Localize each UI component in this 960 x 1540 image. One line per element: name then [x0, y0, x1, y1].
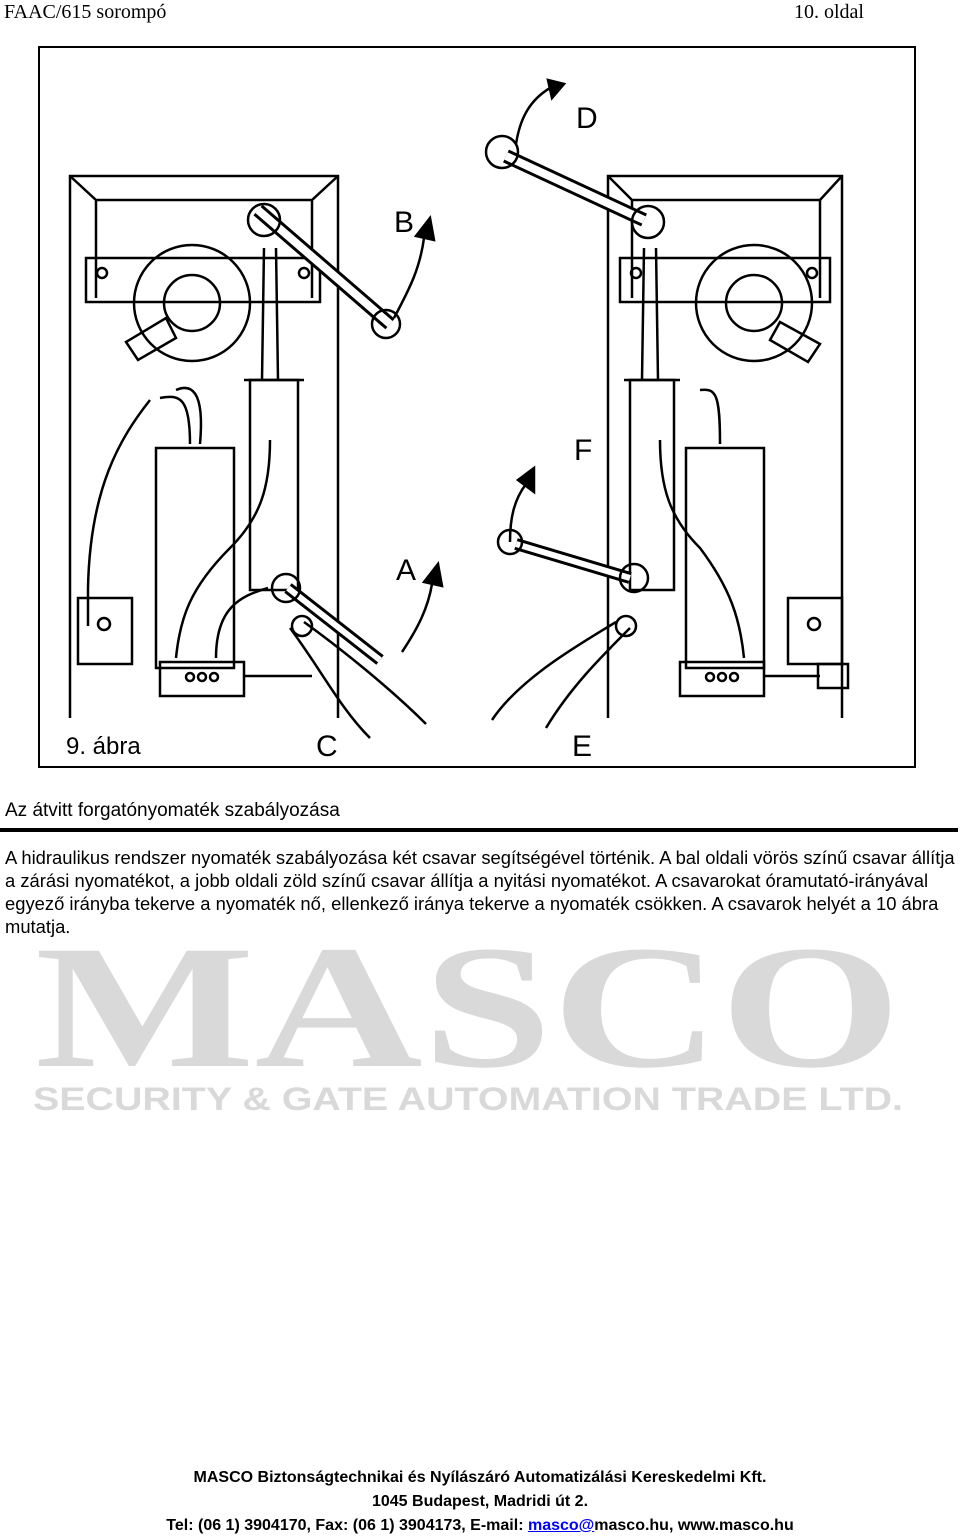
label-d: D [576, 102, 598, 135]
masco-watermark-logo: MASCO SECURITY & GATE AUTOMATION TRADE L… [33, 930, 903, 1117]
footer-contact: Tel: (06 1) 3904170, Fax: (06 1) 3904173… [0, 1514, 960, 1538]
label-b: B [394, 206, 414, 239]
divider [0, 828, 958, 832]
footer-company: MASCO Biztonságtechnikai és Nyílászáró A… [193, 1469, 767, 1486]
document-title: FAAC/615 sorompó [4, 1, 167, 23]
label-f: F [574, 434, 592, 467]
footer-address: 1045 Budapest, Madridi út 2. [371, 1493, 589, 1510]
page-header: FAAC/615 sorompó 10. oldal [0, 0, 960, 26]
label-c: C [316, 730, 338, 763]
page-number: 10. oldal [794, 1, 864, 23]
footer-web: masco.hu, www.masco.hu [594, 1517, 794, 1534]
figure-caption: 9. ábra [66, 733, 141, 760]
section-title: Az átvitt forgatónyomaték szabályozása [5, 800, 340, 821]
watermark-tagline: SECURITY & GATE AUTOMATION TRADE LTD. [33, 1081, 903, 1117]
email-link[interactable]: masco@ [527, 1517, 595, 1534]
footer-phone-fax: Tel: (06 1) 3904170, Fax: (06 1) 3904173… [166, 1517, 528, 1534]
label-e: E [572, 730, 592, 763]
figure-9-diagram: B A C D F E 9. ábra [38, 46, 916, 768]
barrier-mechanism-drawing: B A C D F E 9. ábra [66, 78, 850, 763]
watermark-brand: MASCO [35, 930, 901, 1105]
page-footer: MASCO Biztonságtechnikai és Nyílászáró A… [0, 1466, 960, 1538]
label-a: A [396, 554, 416, 587]
body-paragraph: A hidraulikus rendszer nyomaték szabályo… [5, 847, 955, 937]
